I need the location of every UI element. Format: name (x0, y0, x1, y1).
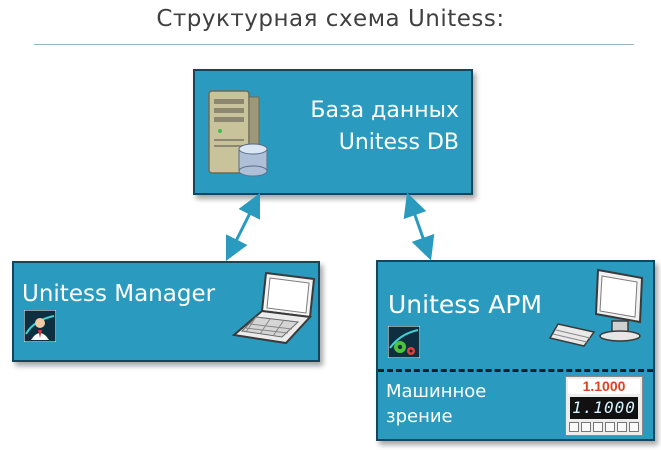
db-manager-connector (225, 192, 261, 262)
meter-button (569, 422, 579, 432)
database-label-line1: База данных (310, 98, 459, 123)
meter-button (617, 422, 627, 432)
meter-buttons (569, 422, 639, 432)
meter-button (581, 422, 591, 432)
laptop-icon (231, 271, 316, 345)
arm-box: Unitess АРМ Машинное зрение 1.1000 1.100… (376, 260, 655, 441)
section-divider (378, 369, 653, 372)
database-box: База данных Unitess DB (193, 69, 473, 195)
arm-app-icon (388, 326, 420, 358)
machine-vision-line2: зрение (386, 406, 453, 427)
meter-device: 1.1000 1.1000 (565, 376, 643, 436)
database-label: База данных Unitess DB (310, 95, 459, 159)
desktop-computer-icon (548, 268, 644, 347)
database-label-line2: Unitess DB (338, 130, 459, 155)
meter-display: 1.1000 (570, 397, 638, 419)
diagram-title: Структурная схема Unitess: (156, 6, 505, 32)
manager-label: Unitess Manager (22, 281, 216, 307)
manager-box: Unitess Manager (12, 261, 320, 362)
db-arm-connector (403, 192, 435, 261)
server-database-icon (208, 90, 268, 177)
meter-button (629, 422, 639, 432)
meter-button (593, 422, 603, 432)
meter-top-readout: 1.1000 (568, 379, 640, 394)
arm-label: Unitess АРМ (388, 290, 543, 319)
machine-vision-line1: Машинное (386, 381, 487, 402)
machine-vision-label: Машинное зрение (386, 379, 486, 429)
title-divider (34, 44, 634, 45)
meter-button (605, 422, 615, 432)
manager-app-icon (24, 310, 56, 342)
